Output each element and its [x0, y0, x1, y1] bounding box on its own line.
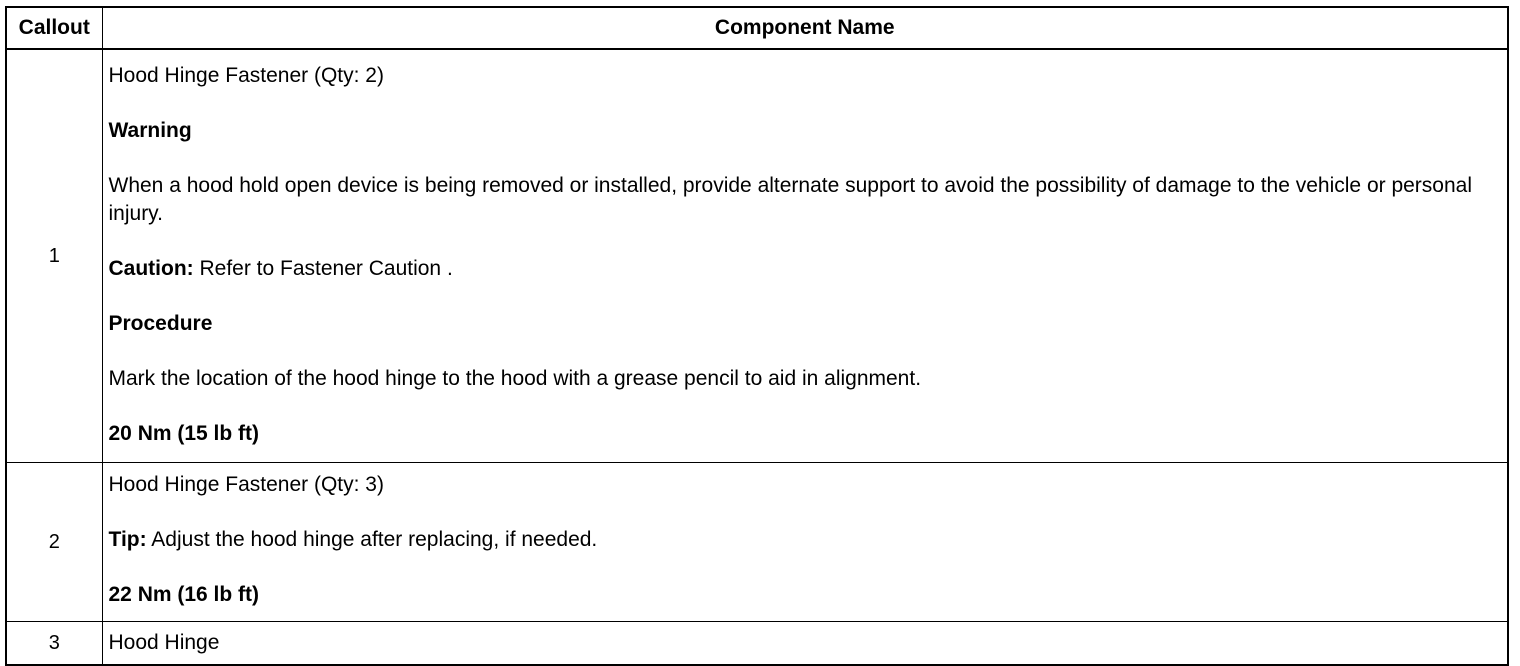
callout-number: 3: [5, 621, 103, 666]
callout-number: 2: [5, 462, 103, 622]
tip-label: Tip:: [108, 528, 147, 551]
tip-note: Tip: Adjust the hood hinge after replaci…: [109, 526, 1482, 554]
caution-note: Caution: Refer to Fastener Caution .: [109, 255, 1482, 283]
procedure-heading: Procedure: [108, 312, 213, 335]
caution-text: Refer to Fastener Caution .: [193, 257, 453, 280]
component-cell: Hood Hinge Fastener (Qty: 3) Tip: Adjust…: [101, 462, 1509, 622]
procedure-text: Mark the location of the hood hinge to t…: [108, 367, 922, 390]
warning-heading: Warning: [108, 119, 192, 142]
component-name: Hood Hinge Fastener (Qty: 3): [108, 473, 384, 496]
table-header-row: Callout Component Name: [5, 6, 1509, 50]
component-name-column-header: Component Name: [101, 6, 1509, 50]
component-table: Callout Component Name 1 Hood Hinge Fast…: [5, 6, 1509, 666]
table-row: 3 Hood Hinge: [5, 621, 1509, 666]
component-cell: Hood Hinge Fastener (Qty: 2) Warning Whe…: [101, 48, 1509, 463]
torque-spec: 20 Nm (15 lb ft): [108, 422, 260, 445]
torque-spec: 22 Nm (16 lb ft): [108, 583, 260, 606]
document-page: Callout Component Name 1 Hood Hinge Fast…: [5, 6, 1509, 666]
tip-text: Adjust the hood hinge after replacing, i…: [146, 528, 598, 551]
component-name: Hood Hinge: [108, 631, 220, 654]
callout-column-header: Callout: [5, 6, 103, 50]
warning-text: When a hood hold open device is being re…: [108, 174, 1473, 225]
table-row: 1 Hood Hinge Fastener (Qty: 2) Warning W…: [5, 48, 1509, 463]
table-row: 2 Hood Hinge Fastener (Qty: 3) Tip: Adju…: [5, 462, 1509, 622]
component-cell: Hood Hinge: [101, 621, 1509, 666]
caution-label: Caution:: [108, 257, 194, 280]
component-name: Hood Hinge Fastener (Qty: 2): [108, 64, 384, 87]
callout-number: 1: [5, 48, 103, 463]
